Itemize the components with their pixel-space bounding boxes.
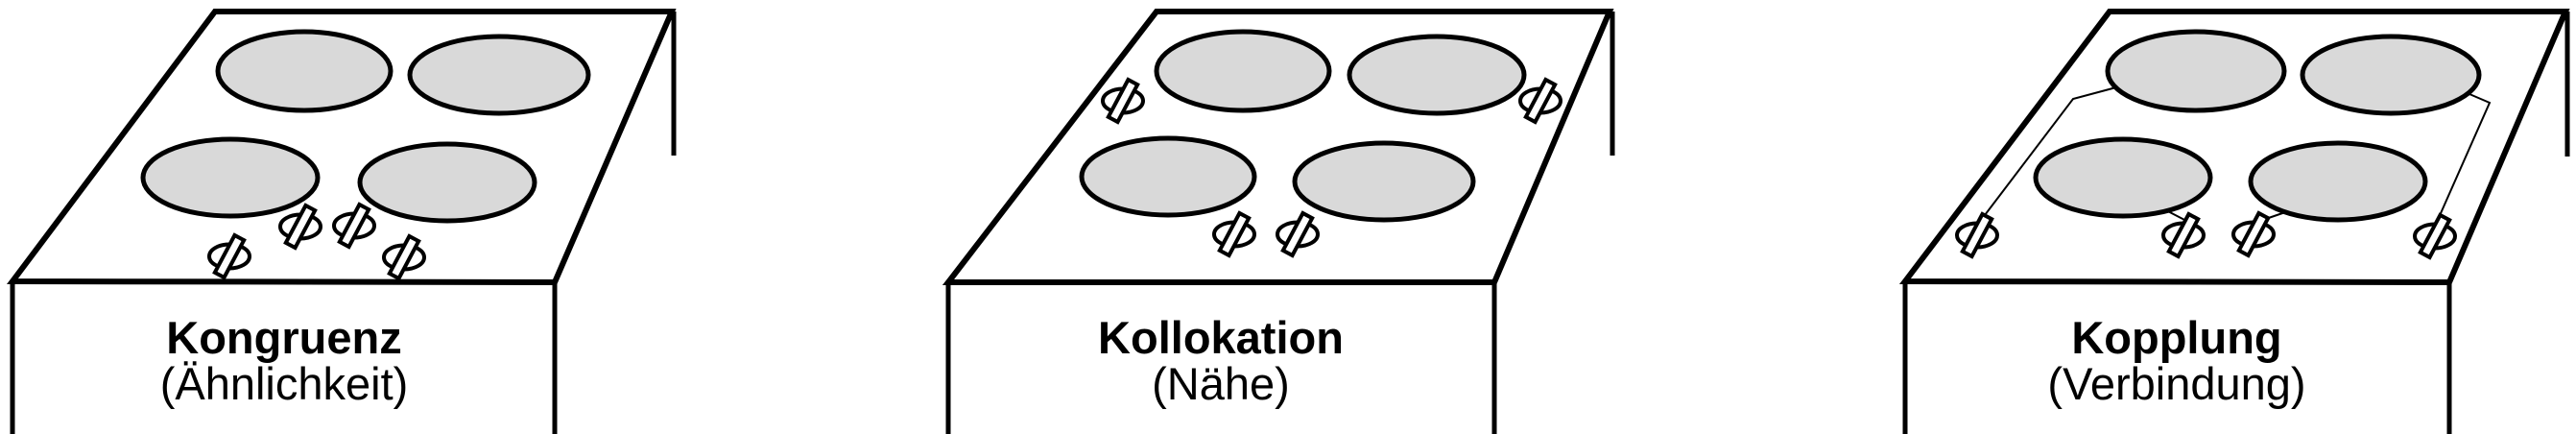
burner-back-left (215, 29, 394, 113)
burner-front-left (2033, 136, 2213, 219)
burner-front-right (2248, 140, 2428, 223)
burner-back-left (1154, 29, 1332, 113)
panel-title: Kopplung (2071, 312, 2281, 363)
burner-front-left (140, 136, 321, 219)
burner-back-right (2300, 34, 2482, 116)
burner-front-right (357, 141, 537, 224)
knob-burner-connector (2437, 93, 2492, 221)
panel-subtitle: (Verbindung) (2047, 358, 2305, 409)
burner-back-right (1347, 34, 1527, 116)
panel-title: Kongruenz (166, 312, 401, 363)
burner-front-left (1079, 135, 1257, 218)
knob-burner-connector (1981, 86, 2117, 220)
panel-title: Kollokation (1098, 312, 1344, 363)
burner-front-right (1292, 140, 1476, 223)
burner-back-left (2105, 29, 2287, 113)
panel-kollokation: Kollokation (Nähe) (942, 9, 1615, 434)
burner-back-right (407, 34, 591, 116)
panel-subtitle: (Nähe) (1152, 358, 1290, 409)
panel-kongruenz: Kongruenz (Ähnlichkeit) (7, 9, 677, 434)
panel-kopplung: Kopplung (Verbindung) (1898, 9, 2570, 434)
panel-subtitle: (Ähnlichkeit) (160, 358, 409, 409)
